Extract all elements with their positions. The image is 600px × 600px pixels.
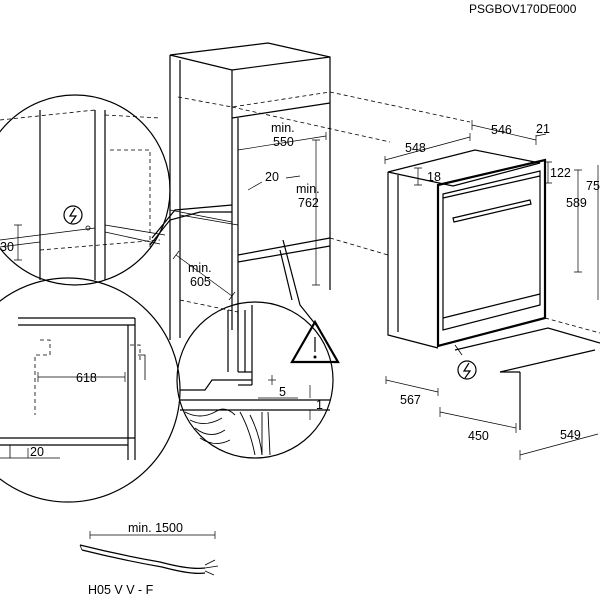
body-depth-label: 567: [400, 393, 421, 407]
total-height-label: 75: [586, 179, 600, 193]
dim-top-gap: 18: [414, 167, 441, 186]
dim-total-depth: 549: [519, 428, 599, 460]
front-height-label: 589: [566, 196, 587, 210]
dim-side-gap: 20: [247, 170, 301, 191]
detail-circle-middle-left: 618 20: [0, 277, 181, 503]
detail-circle-center: 5 1: [176, 239, 334, 459]
dim-top-panel: 122: [544, 161, 571, 184]
front-depth-label: 21: [536, 122, 550, 136]
dim-front-height: 589: [566, 169, 587, 273]
floor-gap-label: 20: [30, 445, 44, 459]
document-code: PSGBOV170DE000: [469, 2, 577, 16]
oven-width-label: 548: [405, 141, 426, 155]
dim-body-depth: 567: [385, 376, 439, 407]
dim-niche-height: min. 762: [296, 139, 320, 286]
front-width-label: 546: [491, 123, 512, 137]
detail-circle-top-left: 30: [0, 94, 233, 286]
total-depth-label: 549: [560, 428, 581, 442]
cable-type-label: H05 V V - F: [88, 583, 154, 597]
top-panel-label: 122: [550, 166, 571, 180]
dim-bottom-depth: 450: [439, 407, 517, 443]
niche-depth-min-line2: 605: [190, 275, 211, 289]
inner-width-label: 618: [76, 371, 97, 385]
niche-depth-min-line1: min.: [188, 261, 212, 275]
dim-niche-depth: min. 605: [172, 250, 236, 301]
dim-front-depth: 21: [535, 122, 550, 137]
cabinet: [169, 42, 471, 340]
niche-width-min-line2: 550: [273, 135, 294, 149]
niche-height-min-line2: 762: [298, 196, 319, 210]
cable-length-label: min. 1500: [128, 521, 183, 535]
top-left-30-label: 30: [0, 240, 14, 254]
detail-1-label: 1: [316, 398, 323, 412]
side-gap-label: 20: [265, 170, 279, 184]
worktop-block: [454, 317, 600, 430]
cable: min. 1500 H05 V V - F: [79, 521, 219, 597]
niche-height-min-line1: min.: [296, 182, 320, 196]
warning-triangle-icon: [290, 319, 340, 364]
detail-5-label: 5: [279, 385, 286, 399]
dim-total-height: 75: [586, 165, 600, 300]
dim-oven-width: 548: [384, 133, 471, 164]
top-gap-label: 18: [427, 170, 441, 184]
bottom-depth-label: 450: [468, 429, 489, 443]
oven: [387, 149, 547, 349]
dim-niche-width: min. 550: [237, 121, 327, 154]
dim-front-width: 546: [471, 120, 537, 145]
electric-plug-icon: [454, 344, 477, 380]
niche-width-min-line1: min.: [271, 121, 295, 135]
